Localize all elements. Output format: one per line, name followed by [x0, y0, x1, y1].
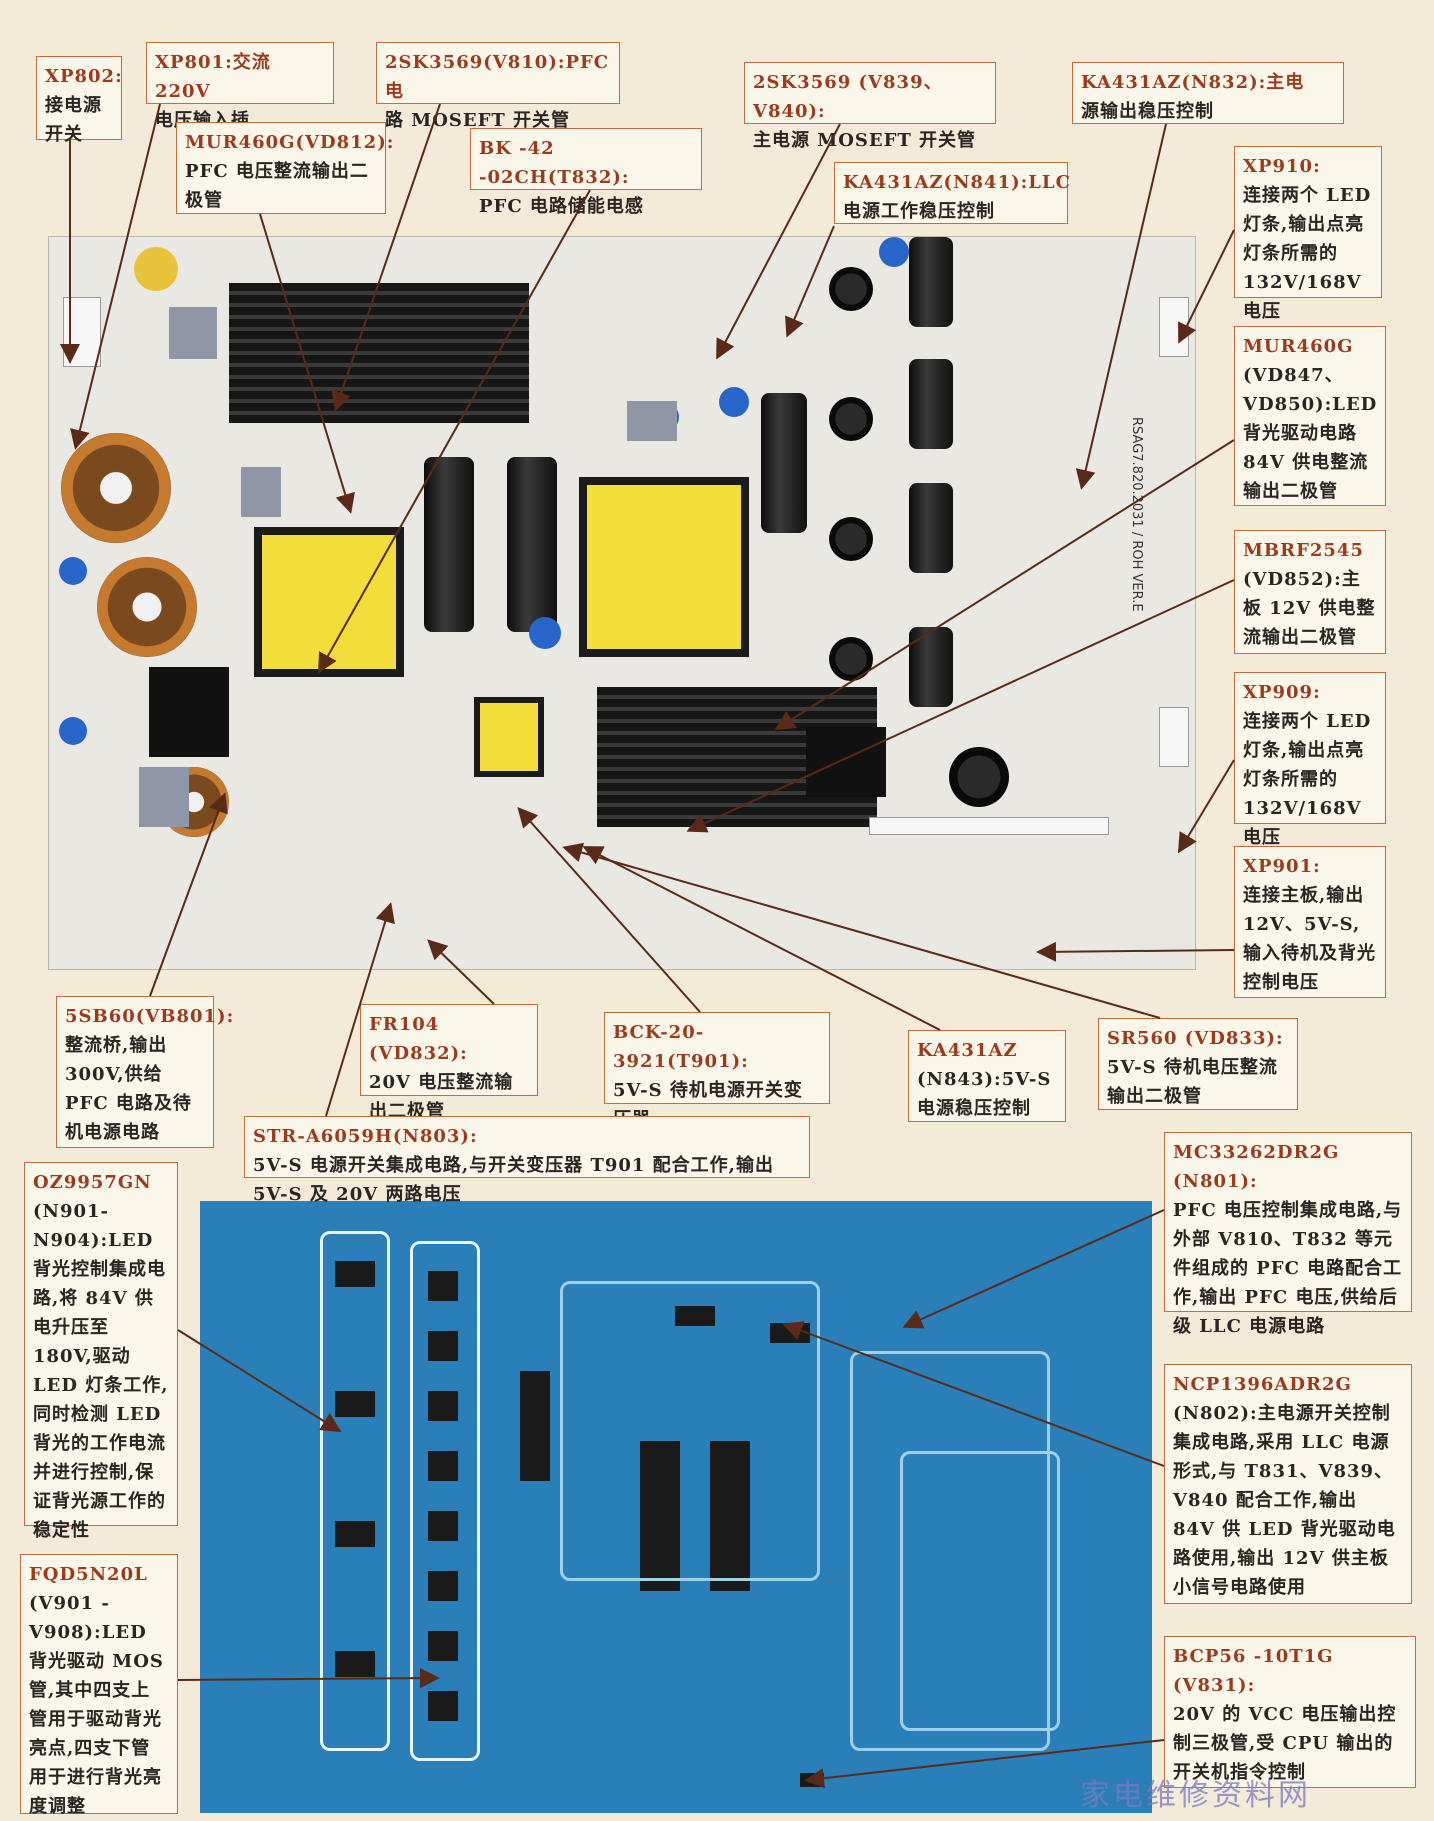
- slot-black: [520, 1371, 550, 1481]
- round-capacitor-3: [829, 517, 873, 561]
- watermark: 家电维修资料网: [1080, 1778, 1311, 1813]
- bottom-pcb-photo: [200, 1201, 1152, 1813]
- label-xp909: XP909: 连接两个 LED 灯条,输出点亮灯条所需的 132V/168V 电…: [1234, 672, 1386, 848]
- label-vb801: 5SB60(VB801): 整流桥,输出 300V,供给 PFC 电路及待机电源…: [56, 996, 233, 1148]
- mos-v901: [428, 1271, 458, 1301]
- y-capacitor: [879, 237, 909, 267]
- label-v839: 2SK3569 (V839、V840): 主电源 MOSEFT 开关管: [744, 62, 996, 151]
- mos-v907: [428, 1631, 458, 1661]
- label-xp802: XP802: 接电源开关: [36, 56, 122, 145]
- varistor: [134, 247, 178, 291]
- connector-xp909: [1159, 707, 1189, 767]
- round-capacitor-4: [829, 637, 873, 681]
- label-n802: NCP1396ADR2G (N802):主电源开关控制集成电路,采用 LLC 电…: [1164, 1364, 1412, 1604]
- x-capacitor: [139, 767, 189, 827]
- label-xp910: XP910: 连接两个 LED 灯条,输出点亮灯条所需的 132V/168V 电…: [1234, 146, 1382, 322]
- standby-transformer-t901: [474, 697, 544, 777]
- label-n801: MC33262DR2G (N801): PFC 电压控制集成电路,与外部 V81…: [1164, 1132, 1412, 1337]
- label-t901: BCK-20-3921(T901): 5V-S 待机电源开关变压器: [604, 1012, 830, 1130]
- ic-n801: [675, 1306, 715, 1326]
- filter-capacitor: [761, 393, 807, 533]
- connector-xp801: [63, 297, 101, 367]
- connector-xp910: [1159, 297, 1189, 357]
- mos-v902: [428, 1331, 458, 1361]
- mos-v903: [428, 1391, 458, 1421]
- pfc-heatsink: [229, 283, 529, 423]
- label-xp801: XP801:交流 220V 电压输入插: [146, 42, 334, 131]
- connector-xp901: [869, 817, 1109, 835]
- label-v831: BCP56 -10T1G (V831): 20V 的 VCC 电压输出控制三极管…: [1164, 1636, 1416, 1788]
- pfc-inductor-t832: [254, 527, 404, 677]
- label-vd812: MUR460G(VD812): PFC 电压整流输出二极管: [176, 122, 393, 214]
- round-capacitor-2: [829, 397, 873, 441]
- y-capacitor: [59, 717, 87, 745]
- output-capacitor-4: [909, 627, 953, 707]
- y-capacitor: [529, 617, 561, 649]
- mos-v906: [428, 1571, 458, 1601]
- common-mode-choke-2: [97, 557, 197, 657]
- label-xp901: XP901: 连接主板,输出 12V、5V-S,输入待机及背光控制电压: [1234, 846, 1386, 998]
- transistor-v831: [800, 1773, 824, 1787]
- copper-trace: [900, 1451, 1060, 1731]
- board-marking: RSAG7.820.2031 / ROH VER.E: [1129, 417, 1144, 612]
- led-driver-ic-column: [320, 1231, 390, 1751]
- ic-n902: [335, 1391, 375, 1417]
- round-capacitor-1: [829, 267, 873, 311]
- output-capacitor-pair: [806, 727, 886, 797]
- output-capacitor-2: [909, 359, 953, 449]
- label-vd847: MUR460G (VD847、VD850):LED 背光驱动电路 84V 供电整…: [1234, 326, 1386, 506]
- bulk-capacitor-2: [507, 457, 557, 632]
- ic-n904: [335, 1651, 375, 1677]
- bridge-rectifier-vb801: [149, 667, 229, 757]
- mos-v905: [428, 1511, 458, 1541]
- slot-black: [710, 1441, 750, 1591]
- common-mode-choke-1: [61, 433, 171, 543]
- mos-v904: [428, 1451, 458, 1481]
- label-n803: STR-A6059H(N803): 5V-S 电源开关集成电路,与开关变压器 T…: [244, 1116, 810, 1205]
- output-capacitor-3: [909, 483, 953, 573]
- label-v901: FQD5N20L (V901 -V908):LED 背光驱动 MOS 管,其中四…: [20, 1554, 178, 1817]
- x-capacitor: [169, 307, 217, 359]
- label-vd832: FR104 (VD832): 20V 电压整流输出二极管: [360, 1004, 538, 1122]
- label-n832: KA431AZ(N832):主电 源输出稳压控制: [1072, 62, 1344, 124]
- mos-column: [410, 1241, 480, 1761]
- y-capacitor: [59, 557, 87, 585]
- llc-transformer: [579, 477, 749, 657]
- label-t832: BK -42 -02CH(T832): PFC 电路储能电感: [470, 128, 702, 217]
- label-v810: 2SK3569(V810):PFC 电 路 MOSEFT 开关管: [376, 42, 620, 131]
- slot-black: [640, 1441, 680, 1591]
- output-capacitor-1: [909, 237, 953, 327]
- label-n843: KA431AZ (N843):5V-S 电源稳压控制: [908, 1030, 1066, 1122]
- y-capacitor: [719, 387, 749, 417]
- label-n841: KA431AZ(N841):LLC 电源工作稳压控制: [834, 162, 1070, 224]
- copper-trace: [560, 1281, 820, 1581]
- label-vd852: MBRF2545 (VD852):主板 12V 供电整流输出二极管: [1234, 530, 1386, 654]
- bulk-capacitor-1: [424, 457, 474, 632]
- label-n901: OZ9957GN (N901-N904):LED 背光控制集成电路,将 84V …: [24, 1162, 178, 1541]
- top-pcb-photo: RSAG7.820.2031 / ROH VER.E: [48, 236, 1196, 970]
- ic-n901: [335, 1261, 375, 1287]
- ic-n903: [335, 1521, 375, 1547]
- film-capacitor: [627, 401, 677, 441]
- x-capacitor: [241, 467, 281, 517]
- label-vd833: SR560 (VD833): 5V-S 待机电压整流输出二极管: [1098, 1018, 1298, 1110]
- mos-v908: [428, 1691, 458, 1721]
- round-capacitor-5: [949, 747, 1009, 807]
